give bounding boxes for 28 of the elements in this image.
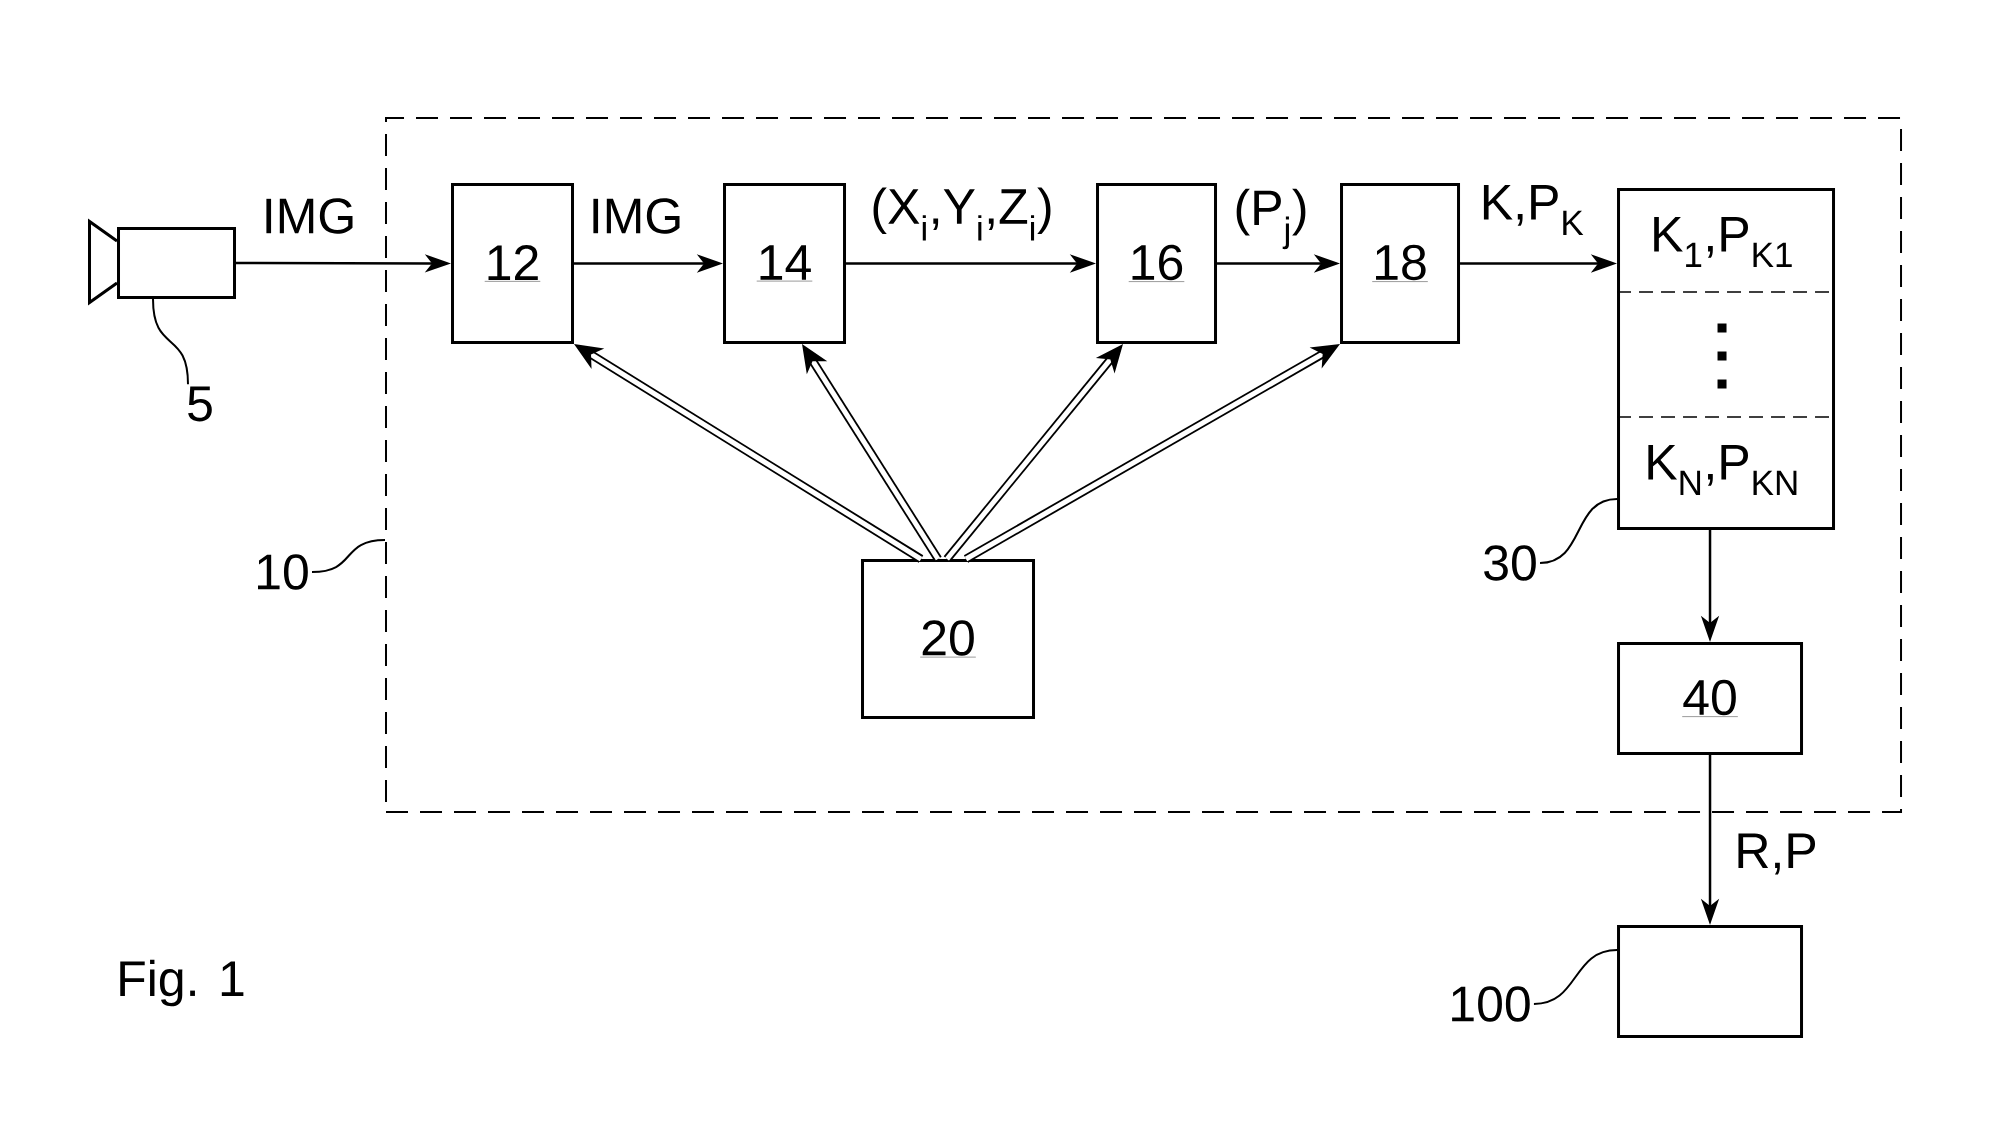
table-entry: K$_{1}$,P$_{K1}$ xyxy=(1654,217,1792,267)
leader-line xyxy=(311,539,386,573)
edge-label: R,P xyxy=(1738,833,1816,875)
camera-icon xyxy=(88,218,236,306)
process-box: 18 xyxy=(1340,183,1460,344)
figure-caption: Fig. 1 xyxy=(120,959,244,1007)
process-box: 12 xyxy=(451,183,574,344)
table-box xyxy=(1616,188,1836,530)
edge-label: K,P$_{K}$ xyxy=(1483,185,1584,235)
double-arrow xyxy=(943,344,1123,562)
process-box: 14 xyxy=(723,183,846,344)
edge-label: (X$_{i}$,Y$_{i}$,Z$_{i}$) xyxy=(873,187,1051,241)
empty-box xyxy=(1617,925,1803,1038)
leader-line xyxy=(1532,949,1618,1005)
process-box: 20 xyxy=(861,559,1035,719)
process-box: 16 xyxy=(1096,183,1217,344)
reference-numeral: 5 xyxy=(188,386,212,422)
reference-numeral: 100 xyxy=(1452,986,1530,1022)
reference-numeral: 10 xyxy=(258,554,308,590)
leader-line xyxy=(152,298,189,386)
dashed-boundary xyxy=(385,117,1902,813)
leader-line xyxy=(1539,498,1618,564)
edge-label: (P$_{j}$) xyxy=(1236,188,1306,250)
reference-numeral: 30 xyxy=(1484,545,1536,581)
process-box: 40 xyxy=(1617,642,1803,755)
edge-label: IMG xyxy=(593,198,680,234)
edge-label: IMG xyxy=(266,198,353,234)
table-entry: K$_{N}$,P$_{KN}$ xyxy=(1648,445,1797,495)
